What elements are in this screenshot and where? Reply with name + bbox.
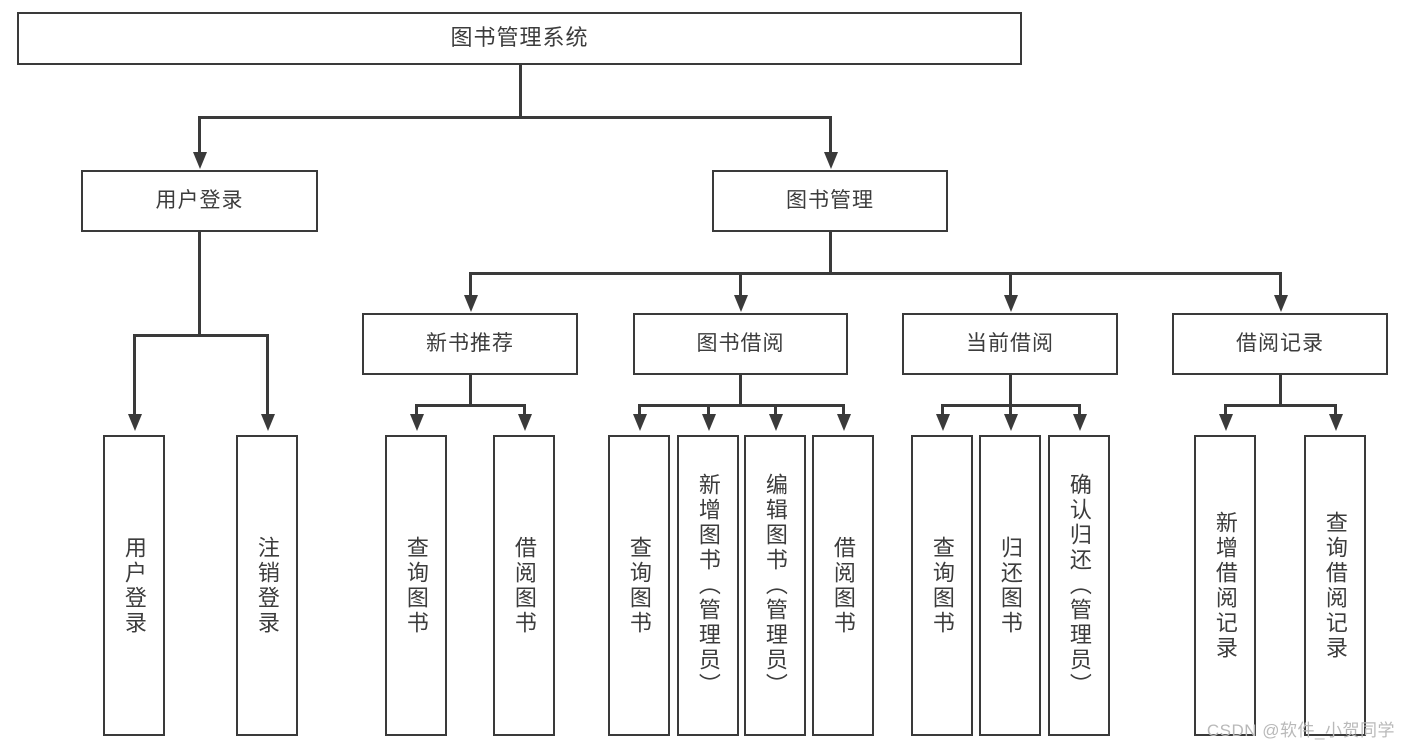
- connector-borrowrecord-drop: [1279, 375, 1282, 406]
- arrow-borrowrecord-1: [1218, 414, 1233, 431]
- connector-borrowrecord-leg-2: [1334, 404, 1337, 416]
- arrow-level3-3: [1003, 295, 1018, 312]
- node-user-login[interactable]: 用户登录: [81, 170, 318, 232]
- leaf-label: 借阅图书: [511, 535, 537, 636]
- connector-level3-leg-4: [1279, 272, 1282, 297]
- leaf-currentborrow-confirm-return[interactable]: 确认归还（管理员）: [1048, 435, 1110, 736]
- connector-bookmgmt-drop: [829, 232, 832, 274]
- arrow-borrowrecord-2: [1328, 414, 1343, 431]
- node-borrow-record[interactable]: 借阅记录: [1172, 313, 1388, 375]
- leaf-label: 查询图书: [626, 535, 652, 636]
- arrow-newbook-2: [517, 414, 532, 431]
- arrow-level3-1: [463, 295, 478, 312]
- arrow-currentborrow-3: [1072, 414, 1087, 431]
- node-label: 图书管理系统: [450, 25, 589, 51]
- connector-currentborrow-leg-1: [941, 404, 944, 416]
- connector-newbook-bus: [415, 404, 523, 407]
- leaf-bookborrow-query-book[interactable]: 查询图书: [608, 435, 670, 736]
- leaf-label: 归还图书: [997, 535, 1023, 636]
- leaf-bookborrow-borrow-book[interactable]: 借阅图书: [812, 435, 874, 736]
- arrow-level3-4: [1273, 295, 1288, 312]
- connector-currentborrow-leg-3: [1078, 404, 1081, 416]
- node-label: 借阅记录: [1236, 332, 1324, 356]
- leaf-bookborrow-add-book[interactable]: 新增图书（管理员）: [677, 435, 739, 736]
- leaf-borrowrecord-add-record[interactable]: 新增借阅记录: [1194, 435, 1256, 736]
- leaf-label: 编辑图书（管理员）: [762, 473, 788, 698]
- arrow-bookborrow-1: [632, 414, 647, 431]
- csdn-watermark: CSDN @软件_小贺同学: [1206, 721, 1395, 740]
- leaf-label: 查询借阅记录: [1322, 510, 1348, 661]
- arrow-bookborrow-2: [701, 414, 716, 431]
- connector-userlogin-bus: [133, 334, 266, 337]
- node-label: 新书推荐: [426, 332, 514, 356]
- connector-bookborrow-bus: [638, 404, 844, 407]
- node-current-borrow[interactable]: 当前借阅: [902, 313, 1118, 375]
- connector-newbook-leg-1: [415, 404, 418, 416]
- connector-bookborrow-leg-4: [842, 404, 845, 416]
- arrow-level3-2: [733, 295, 748, 312]
- leaf-borrowrecord-query-record[interactable]: 查询借阅记录: [1304, 435, 1366, 736]
- connector-borrowrecord-bus: [1224, 404, 1334, 407]
- leaf-currentborrow-query-book[interactable]: 查询图书: [911, 435, 973, 736]
- connector-level3-leg-2: [739, 272, 742, 297]
- connector-level2-bus: [198, 116, 831, 119]
- leaf-bookborrow-edit-book[interactable]: 编辑图书（管理员）: [744, 435, 806, 736]
- connector-level3-leg-1: [469, 272, 472, 297]
- node-book-management[interactable]: 图书管理: [712, 170, 948, 232]
- leaf-label: 查询图书: [403, 535, 429, 636]
- leaf-newbook-query-book[interactable]: 查询图书: [385, 435, 447, 736]
- node-root-system[interactable]: 图书管理系统: [17, 12, 1022, 65]
- arrow-currentborrow-1: [935, 414, 950, 431]
- connector-userlogin-leg-1: [133, 334, 136, 416]
- node-label: 用户登录: [155, 189, 244, 213]
- connector-currentborrow-drop: [1009, 375, 1012, 406]
- leaf-label: 新增借阅记录: [1212, 510, 1238, 661]
- node-book-borrow[interactable]: 图书借阅: [633, 313, 848, 375]
- arrow-level2-2: [823, 152, 838, 169]
- arrow-newbook-1: [409, 414, 424, 431]
- connector-userlogin-leg-2: [266, 334, 269, 416]
- connector-bookborrow-leg-2: [707, 404, 710, 416]
- leaf-label: 查询图书: [929, 535, 955, 636]
- connector-level2-leg-1: [198, 116, 201, 154]
- leaf-label: 注销登录: [254, 535, 280, 636]
- leaf-newbook-borrow-book[interactable]: 借阅图书: [493, 435, 555, 736]
- leaf-user-logout[interactable]: 注销登录: [236, 435, 298, 736]
- connector-bookborrow-leg-1: [638, 404, 641, 416]
- arrow-bookborrow-3: [768, 414, 783, 431]
- connector-newbook-leg-2: [523, 404, 526, 416]
- arrow-userlogin-2: [260, 414, 275, 431]
- connector-bookborrow-drop: [739, 375, 742, 406]
- leaf-label: 借阅图书: [830, 535, 856, 636]
- connector-level3-bus: [469, 272, 1281, 275]
- connector-level2-leg-2: [829, 116, 832, 154]
- leaf-user-login[interactable]: 用户登录: [103, 435, 165, 736]
- connector-bookborrow-leg-3: [774, 404, 777, 416]
- connector-borrowrecord-leg-1: [1224, 404, 1227, 416]
- arrow-bookborrow-4: [836, 414, 851, 431]
- connector-userlogin-drop: [198, 232, 201, 336]
- connector-level3-leg-3: [1009, 272, 1012, 297]
- arrow-level2-1: [192, 152, 207, 169]
- leaf-label: 确认归还（管理员）: [1066, 473, 1092, 698]
- leaf-label: 用户登录: [121, 535, 147, 636]
- node-label: 图书借阅: [696, 332, 785, 356]
- arrow-currentborrow-2: [1003, 414, 1018, 431]
- leaf-label: 新增图书（管理员）: [695, 473, 721, 698]
- node-new-book-recommend[interactable]: 新书推荐: [362, 313, 578, 375]
- arrow-userlogin-1: [127, 414, 142, 431]
- connector-currentborrow-leg-2: [1009, 404, 1012, 416]
- connector-root-drop: [519, 65, 522, 118]
- connector-newbook-drop: [469, 375, 472, 406]
- leaf-currentborrow-return-book[interactable]: 归还图书: [979, 435, 1041, 736]
- node-label: 图书管理: [786, 189, 874, 213]
- node-label: 当前借阅: [966, 332, 1054, 356]
